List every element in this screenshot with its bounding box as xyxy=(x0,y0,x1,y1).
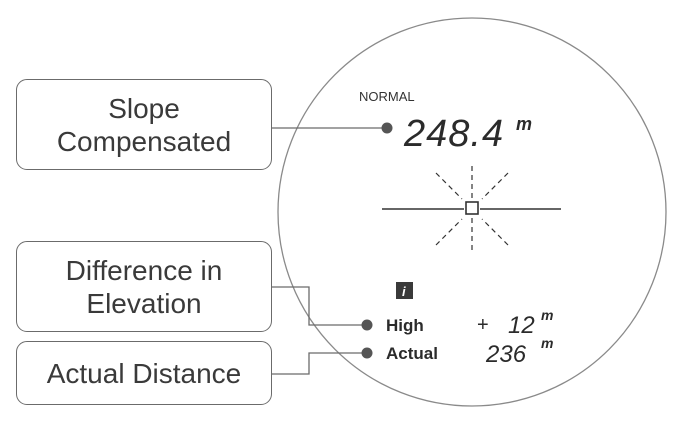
high-sign: + xyxy=(477,314,489,336)
difference-callout-line2: Elevation xyxy=(86,287,202,319)
crosshair-icon xyxy=(382,166,561,250)
actual-leader-line xyxy=(272,352,367,375)
slope-compensated-callout: Slope Compensated xyxy=(16,79,272,170)
slope-callout-line1: Slope xyxy=(108,92,180,124)
actual-unit: m xyxy=(541,335,553,351)
slope-callout-line2: Compensated xyxy=(56,125,232,157)
viewfinder-circle xyxy=(277,17,667,407)
mode-label: NORMAL xyxy=(359,89,415,104)
info-icon-glyph: i xyxy=(402,284,406,299)
difference-callout-line1: Difference in xyxy=(65,254,223,286)
actual-distance-callout: Actual Distance xyxy=(16,341,272,405)
info-icon: i xyxy=(396,282,413,299)
actual-label: Actual xyxy=(386,344,438,363)
high-pointer-dot xyxy=(361,319,373,331)
elevation-leader-line xyxy=(272,286,367,326)
slope-pointer-dot xyxy=(381,122,393,134)
high-label: High xyxy=(386,316,424,335)
actual-pointer-dot xyxy=(361,347,373,359)
actual-value: 236 xyxy=(485,341,527,368)
actual-callout-line1: Actual Distance xyxy=(46,357,242,389)
main-distance-unit: m xyxy=(516,114,532,134)
main-distance-value: 248.4 xyxy=(403,113,504,155)
high-value: 12 xyxy=(508,312,535,339)
difference-in-elevation-callout: Difference in Elevation xyxy=(16,241,272,332)
high-unit: m xyxy=(541,307,553,323)
